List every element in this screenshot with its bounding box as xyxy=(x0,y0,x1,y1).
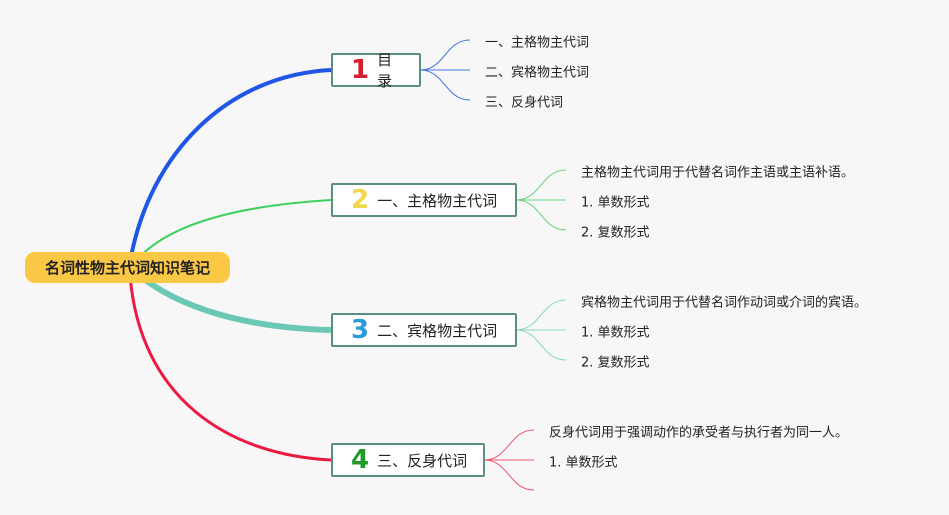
branch-line-4 xyxy=(128,274,332,462)
root-label: 名词性物主代词知识笔记 xyxy=(44,259,210,277)
subtopic[interactable]: 反身代词用于强调动作的承受者与执行者为同一人。 xyxy=(549,425,849,441)
topic-subject-possessive[interactable]: 2 一、主格物主代词 xyxy=(331,183,517,217)
subtopic[interactable]: 主格物主代词用于代替名词作主语或主语补语。 xyxy=(581,165,855,181)
number-2-icon: 2 xyxy=(351,185,370,215)
subtopic[interactable]: 一、主格物主代词 xyxy=(485,35,590,51)
number-4-icon: 4 xyxy=(351,445,370,475)
topic-directory[interactable]: 1 目录 xyxy=(331,51,421,90)
topic-reflexive[interactable]: 4 三、反身代词 xyxy=(331,443,485,477)
topic-object-possessive[interactable]: 3 二、宾格物主代词 xyxy=(331,313,517,347)
topic-label: 目录 xyxy=(377,51,393,90)
subtopic[interactable]: 1. 单数形式 xyxy=(581,195,650,211)
subtopic[interactable]: 1. 单数形式 xyxy=(581,325,650,341)
subtopic[interactable]: 1. 单数形式 xyxy=(549,455,618,471)
branch-line-1 xyxy=(128,68,332,263)
subtopic[interactable]: 二、宾格物主代词 xyxy=(485,65,590,81)
branch-line-2 xyxy=(134,199,332,263)
topic-label: 二、宾格物主代词 xyxy=(377,321,498,340)
topic-label: 三、反身代词 xyxy=(377,451,468,470)
branch-line-3 xyxy=(133,269,332,333)
subtopic[interactable]: 三、反身代词 xyxy=(485,95,564,111)
root-topic[interactable]: 名词性物主代词知识笔记 xyxy=(25,252,230,283)
subtopic[interactable]: 2. 复数形式 xyxy=(581,225,650,241)
number-1-icon: 1 xyxy=(351,55,370,85)
number-3-icon: 3 xyxy=(351,315,370,345)
subtopic[interactable]: 2. 复数形式 xyxy=(581,355,650,371)
topic-label: 一、主格物主代词 xyxy=(377,191,498,210)
subtopic[interactable]: 宾格物主代词用于代替名词作动词或介词的宾语。 xyxy=(581,295,868,311)
